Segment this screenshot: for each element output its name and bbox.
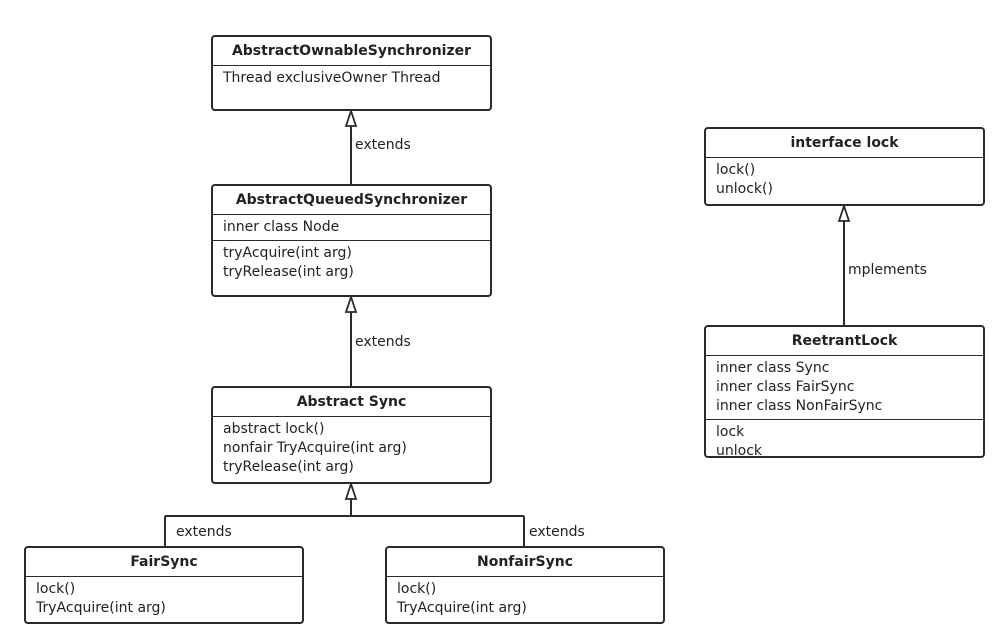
class-member: abstract lock() <box>223 421 325 437</box>
class-section: inner class Sync inner class FairSync inne… <box>706 356 983 420</box>
class-member: tryRelease(int arg) <box>223 459 354 475</box>
class-title: AbstractQueuedSynchronizer <box>213 186 490 215</box>
class-member: TryAcquire(int arg) <box>397 600 527 616</box>
class-member: tryRelease(int arg) <box>223 264 354 280</box>
label-extends-fair: extends <box>176 524 232 540</box>
class-title: AbstractOwnableSynchronizer <box>213 37 490 66</box>
class-member: inner class NonFairSync <box>716 398 883 414</box>
class-member: tryAcquire(int arg) <box>223 245 352 261</box>
class-member: unlock() <box>716 181 773 197</box>
class-member: TryAcquire(int arg) <box>36 600 166 616</box>
label-implements: mplements <box>848 262 927 278</box>
class-member: lock() <box>716 162 756 178</box>
inheritance-arrowhead-aos <box>344 108 358 127</box>
class-section: inner class Node <box>213 215 490 241</box>
class-member: lock() <box>36 581 76 597</box>
class-section: lock() TryAcquire(int arg) <box>387 577 663 621</box>
class-section: abstract lock() nonfair TryAcquire(int ar… <box>213 417 490 480</box>
class-title: Abstract Sync <box>213 388 490 417</box>
realization-arrowhead-lock <box>837 203 851 222</box>
class-member: unlock <box>716 443 763 459</box>
class-fair-sync: FairSync lock() TryAcquire(int arg) <box>24 546 304 624</box>
class-section: lock unlock <box>706 420 983 464</box>
class-member: inner class Node <box>223 219 340 235</box>
class-title: ReetrantLock <box>706 327 983 356</box>
class-title: NonfairSync <box>387 548 663 577</box>
class-title: interface lock <box>706 129 983 158</box>
class-section: tryAcquire(int arg) tryRelease(int arg) <box>213 241 490 285</box>
class-member: lock() <box>397 581 437 597</box>
label-extends-sync: extends <box>355 334 411 350</box>
class-member: Thread exclusiveOwner Thread <box>223 70 441 86</box>
class-abstract-queued-synchronizer: AbstractQueuedSynchronizer inner class No… <box>211 184 492 297</box>
inheritance-arrowhead-sync <box>344 481 358 500</box>
class-member: inner class FairSync <box>716 379 855 395</box>
label-extends-aqs: extends <box>355 137 411 153</box>
inheritance-arrowhead-aqs <box>344 294 358 313</box>
class-nonfair-sync: NonfairSync lock() TryAcquire(int arg) <box>385 546 665 624</box>
class-section: Thread exclusiveOwner Thread <box>213 66 490 91</box>
class-member: inner class Sync <box>716 360 830 376</box>
class-abstract-sync: Abstract Sync abstract lock() nonfair TryA… <box>211 386 492 484</box>
class-member: lock <box>716 424 745 440</box>
class-member: nonfair TryAcquire(int arg) <box>223 440 407 456</box>
class-section: lock() unlock() <box>706 158 983 202</box>
class-title: FairSync <box>26 548 302 577</box>
class-interface-lock: interface lock lock() unlock() <box>704 127 985 206</box>
label-extends-nonfair: extends <box>529 524 585 540</box>
class-section: lock() TryAcquire(int arg) <box>26 577 302 621</box>
